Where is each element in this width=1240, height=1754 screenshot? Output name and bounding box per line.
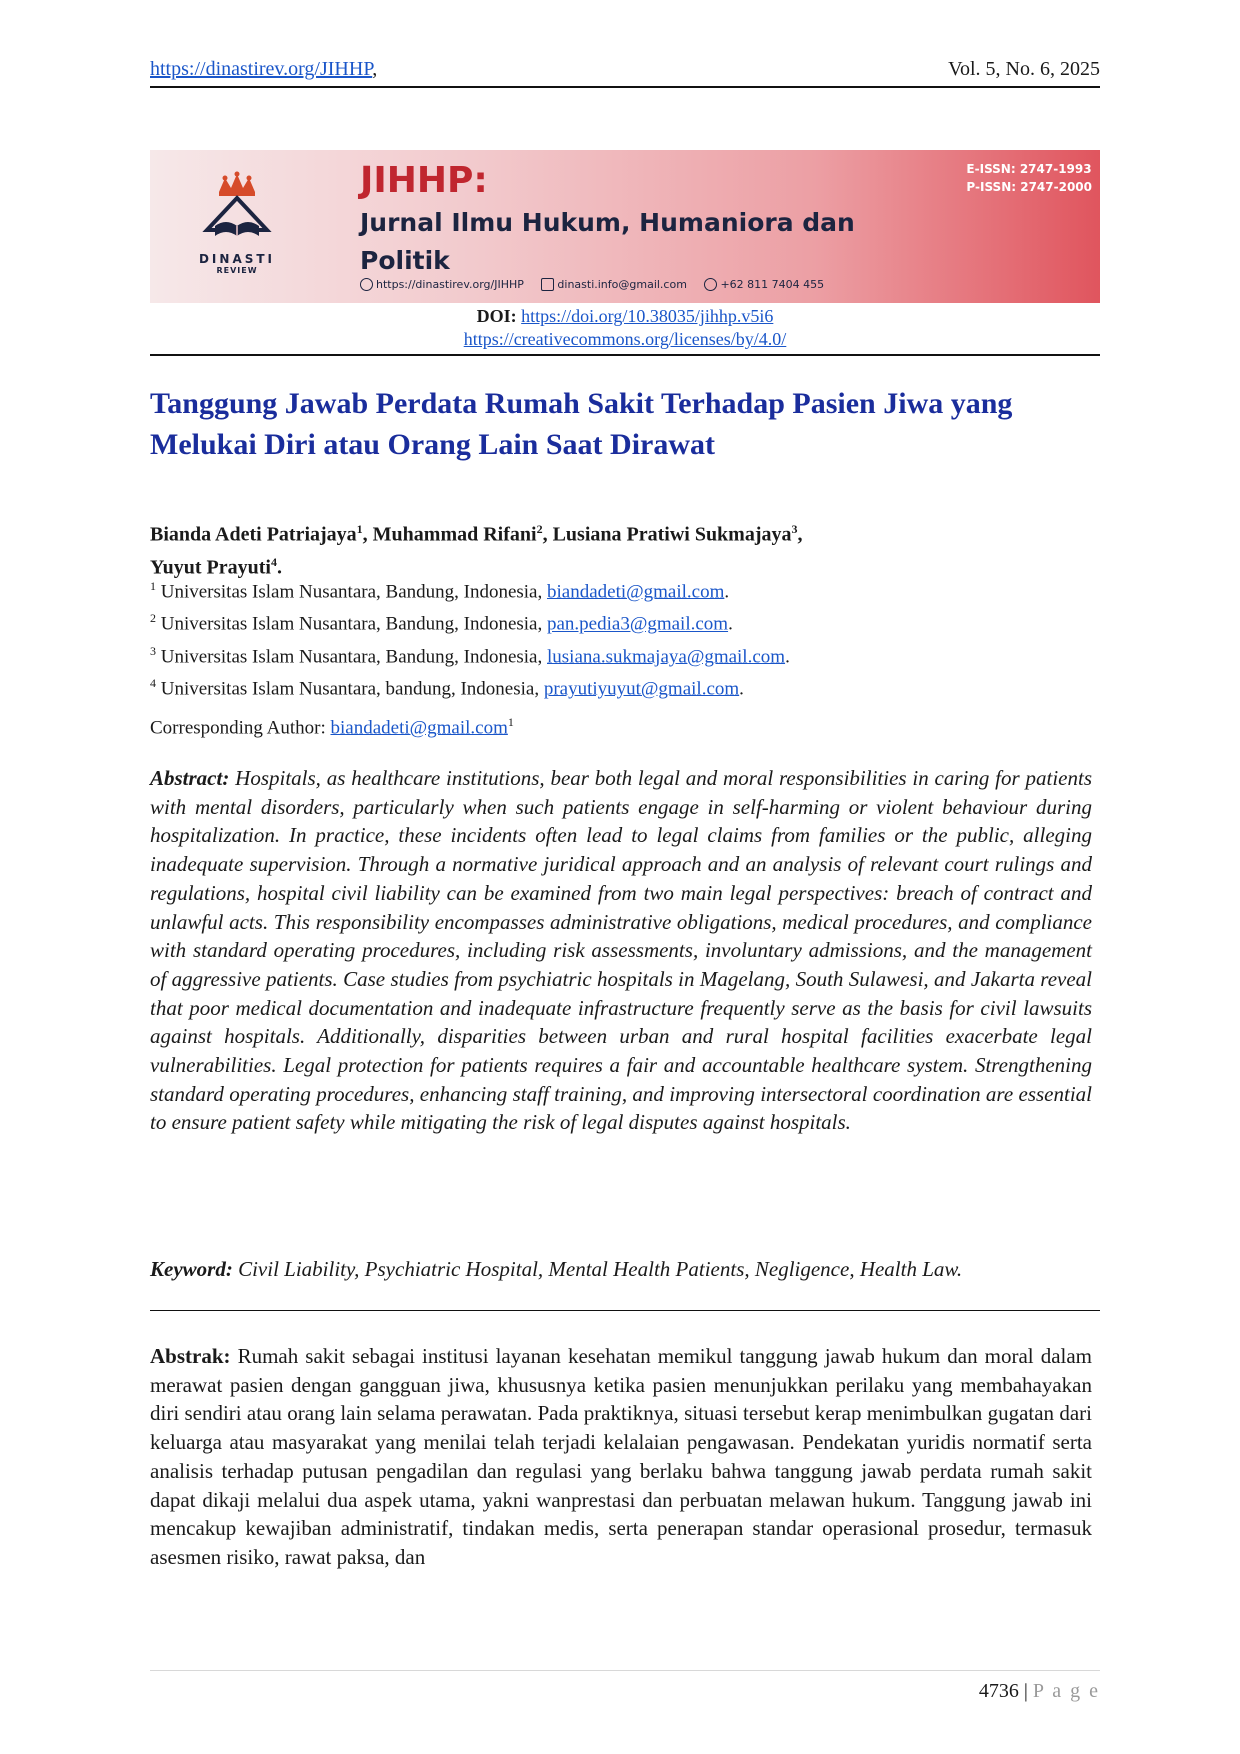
journal-abbreviation: JIHHP: xyxy=(360,160,488,201)
abstrak-text: Rumah sakit sebagai institusi layanan ke… xyxy=(150,1344,1093,1569)
corresponding-author: Corresponding Author: biandadeti@gmail.c… xyxy=(150,709,514,741)
affiliation-email[interactable]: biandadeti@gmail.com xyxy=(547,581,725,603)
page-footer: 4736 | P a g e xyxy=(979,1680,1100,1703)
journal-banner: DINASTI REVIEW JIHHP: Jurnal Ilmu Hukum,… xyxy=(150,150,1100,303)
author-sup: 1 xyxy=(356,522,363,536)
keyword-text: Civil Liability, Psychiatric Hospital, M… xyxy=(238,1257,963,1281)
affiliation-text: Universitas Islam Nusantara, Bandung, In… xyxy=(160,581,547,603)
license-link[interactable]: https://creativecommons.org/licenses/by/… xyxy=(463,329,787,349)
abstract-label: Abstract: xyxy=(150,766,230,790)
footer-divider xyxy=(150,1670,1100,1671)
affiliation-item: 4 Universitas Islam Nusantara, bandung, … xyxy=(150,675,744,700)
author-name: Bianda Adeti Patriajaya xyxy=(150,523,357,546)
website-text: https://dinastirev.org/JIHHP xyxy=(376,278,524,291)
pissn: P-ISSN: 2747-2000 xyxy=(966,180,1092,194)
keyword-label: Keyword: xyxy=(150,1257,233,1281)
affiliation-item: 2 Universitas Islam Nusantara, Bandung, … xyxy=(150,611,733,635)
affiliation-text: Universitas Islam Nusantara, Bandung, In… xyxy=(160,613,547,635)
abstrak-label: Abstrak: xyxy=(150,1344,231,1368)
url-comma: , xyxy=(372,58,378,80)
journal-url-link[interactable]: https://dinastirev.org/JIHHP xyxy=(150,58,373,80)
corresponding-label: Corresponding Author: xyxy=(150,717,331,739)
affiliation-email[interactable]: lusiana.sukmajaya@gmail.com xyxy=(547,645,786,667)
affiliation-sup: 2 xyxy=(150,611,156,626)
keywords: Keyword: Civil Liability, Psychiatric Ho… xyxy=(150,1255,1092,1284)
journal-url-block: https://dinastirev.org/JIHHP, xyxy=(150,58,377,81)
affiliation-sup: 1 xyxy=(150,579,156,593)
doi-link[interactable]: https://doi.org/10.38035/jihhp.v5i6 xyxy=(521,306,774,326)
page-separator: | xyxy=(1018,1680,1033,1702)
divider-keywords xyxy=(150,1310,1100,1311)
running-header: https://dinastirev.org/JIHHP, Vol. 5, No… xyxy=(150,58,1100,88)
affiliation-text: Universitas Islam Nusantara, Bandung, In… xyxy=(160,645,547,667)
mail-icon xyxy=(541,278,555,291)
author-sup: 2 xyxy=(536,522,543,536)
abstrak: Abstrak: Rumah sakit sebagai institusi l… xyxy=(150,1342,1092,1572)
eissn: E-ISSN: 2747-1993 xyxy=(966,162,1092,176)
doi-block: DOI: https://doi.org/10.38035/jihhp.v5i6… xyxy=(150,305,1100,351)
author-name: Muhammad Rifani xyxy=(372,523,537,546)
journal-name: Jurnal Ilmu Hukum, Humaniora dan Politik xyxy=(360,208,855,275)
affiliation-sup: 4 xyxy=(150,675,156,690)
phone-text: +62 811 7404 455 xyxy=(720,278,825,291)
globe-icon xyxy=(360,278,373,291)
phone-icon xyxy=(704,278,718,291)
affiliation-list: 1 Universitas Islam Nusantara, Bandung, … xyxy=(150,573,1100,702)
corresponding-sup: 1 xyxy=(507,715,514,729)
corresponding-email[interactable]: biandadeti@gmail.com xyxy=(330,717,508,739)
crown-book-icon xyxy=(202,171,272,236)
email-contact: dinasti.info@gmail.com xyxy=(541,278,687,291)
divider-top xyxy=(150,354,1100,356)
page-number: 4736 xyxy=(978,1680,1019,1702)
author-sup: 3 xyxy=(791,522,798,536)
issn-block: E-ISSN: 2747-1993 P-ISSN: 2747-2000 xyxy=(966,160,1092,196)
website-contact: https://dinastirev.org/JIHHP xyxy=(360,278,524,291)
abstract: Abstract: Hospitals, as healthcare insti… xyxy=(150,764,1092,1137)
affiliation-item: 3 Universitas Islam Nusantara, Bandung, … xyxy=(150,643,790,667)
author-name: Lusiana Pratiwi Sukmajaya xyxy=(552,523,792,546)
contact-bar: https://dinastirev.org/JIHHP dinasti.inf… xyxy=(360,278,838,291)
page-label: P a g e xyxy=(1032,1680,1100,1702)
affiliation-email[interactable]: prayutiyuyut@gmail.com xyxy=(543,678,740,700)
email-text: dinasti.info@gmail.com xyxy=(557,278,687,291)
brand-sub: REVIEW xyxy=(216,266,258,275)
affiliation-text: Universitas Islam Nusantara, bandung, In… xyxy=(160,678,544,700)
author-list: Bianda Adeti Patriajaya1, Muhammad Rifan… xyxy=(150,522,803,579)
article-title: Tanggung Jawab Perdata Rumah Sakit Terha… xyxy=(150,387,1013,461)
author-name: Yuyut Prayuti xyxy=(150,556,271,579)
author-sup: 4 xyxy=(270,554,277,569)
doi-label: DOI: xyxy=(476,306,517,326)
abstract-text: Hospitals, as healthcare institutions, b… xyxy=(150,766,1092,1135)
affiliation-email[interactable]: pan.pedia3@gmail.com xyxy=(547,613,729,635)
dinasti-logo: DINASTI REVIEW xyxy=(182,170,292,290)
volume-info: Vol. 5, No. 6, 2025 xyxy=(948,58,1100,80)
brand-name: DINASTI xyxy=(198,252,276,266)
phone-contact: +62 811 7404 455 xyxy=(704,278,824,291)
affiliation-item: 1 Universitas Islam Nusantara, Bandung, … xyxy=(150,579,730,603)
affiliation-sup: 3 xyxy=(150,643,156,658)
